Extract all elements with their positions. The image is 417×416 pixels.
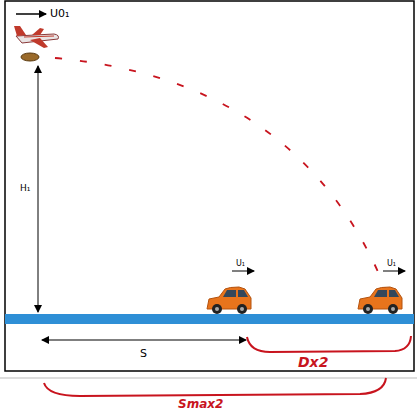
distance-label: S xyxy=(140,348,147,359)
handwritten-note: Dx2 xyxy=(298,355,328,369)
velocity-label: U₁ xyxy=(387,260,396,268)
velocity-label: U₁ xyxy=(236,260,245,268)
velocity-label: U0₁ xyxy=(50,8,69,19)
handwritten-note: Smax2 xyxy=(178,398,223,410)
height-label: H₁ xyxy=(20,184,30,193)
